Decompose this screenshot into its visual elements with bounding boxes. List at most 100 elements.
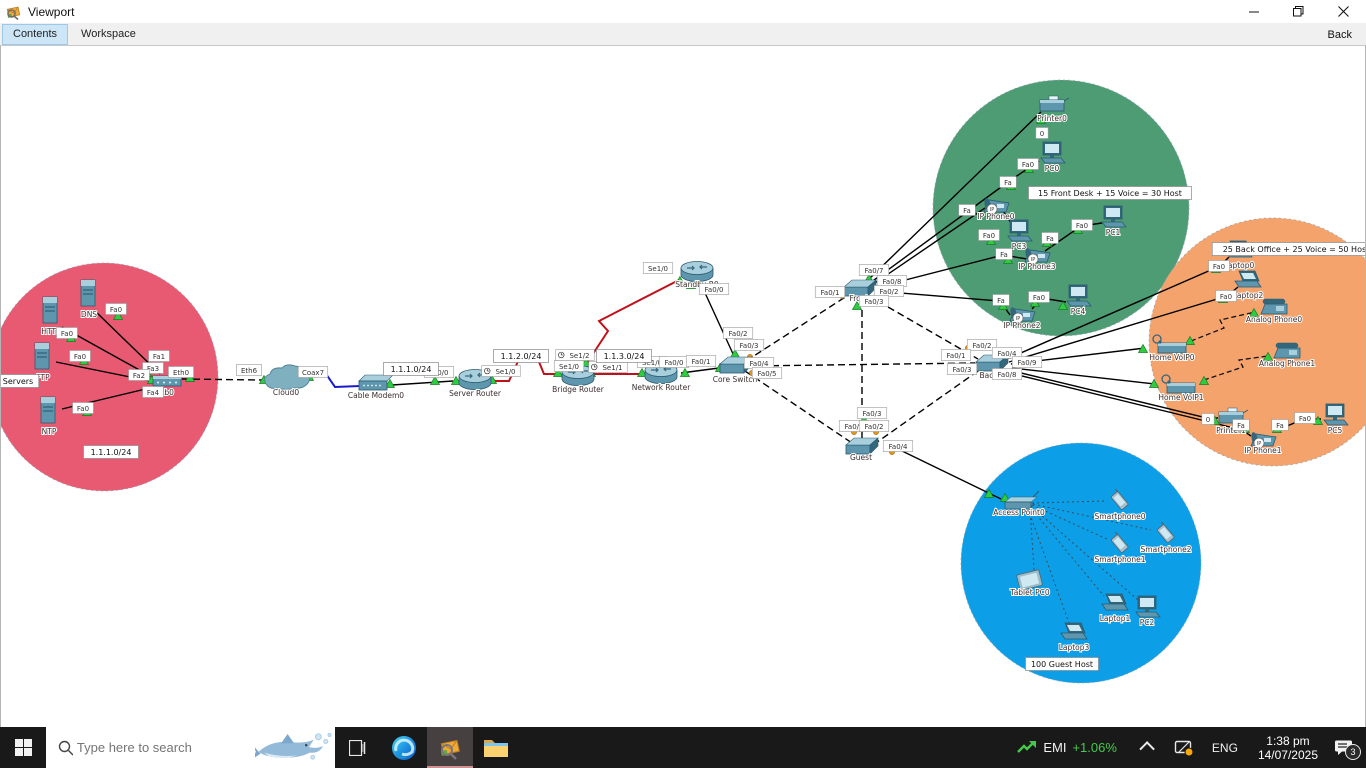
packet-tracer-button[interactable] [427,727,473,768]
svg-text:Fa0/1: Fa0/1 [947,352,966,360]
device-smartphone1[interactable] [1109,531,1129,553]
clock[interactable]: 1:38 pm 14/07/2025 [1258,734,1318,762]
cable-link[interactable] [584,279,680,367]
device-dns[interactable] [80,279,96,307]
device-home-voip1[interactable] [1161,374,1196,394]
device-analog-phone0[interactable] [1260,298,1288,315]
cable-link[interactable] [1011,367,1156,385]
device-ntp[interactable] [40,396,56,424]
device-access-point0[interactable] [1004,490,1040,510]
area-label-100-guest-host: 100 Guest Host [1025,657,1099,671]
cable-link[interactable] [1203,355,1269,381]
stock-widget[interactable]: EMI +1.06% [1017,740,1117,755]
system-tray: EMI +1.06% ENG 1:38 pm 14/07/2025 [1017,727,1366,768]
link-up-light [429,375,441,385]
device-ip-phone2[interactable]: IP [1009,306,1036,324]
device-server-router[interactable] [458,369,492,390]
window-title: Viewport [28,4,75,19]
cable-link[interactable] [871,207,986,286]
port-label-fa0: Fa0 [1215,290,1237,302]
port-label-fa0: Fa0 [1071,219,1093,231]
link-up-light [112,310,124,320]
device-ip-phone0[interactable]: IP [983,197,1010,215]
device-cable-modem0[interactable] [358,374,394,391]
tab-contents[interactable]: Contents [2,24,69,45]
port-label-fa0-0: Fa0/0 [698,283,730,295]
device-ip-phone1[interactable]: IP [1250,431,1277,449]
notification-button[interactable]: 3 [1334,739,1361,760]
cable-link[interactable] [749,362,976,367]
windows-logo-icon [14,739,32,756]
search-input[interactable] [72,739,255,756]
task-view-button[interactable] [335,727,381,768]
taskbar-search[interactable] [46,727,335,768]
cable-link[interactable] [1029,507,1035,571]
device-pc5[interactable] [1323,403,1349,426]
device-printer1[interactable] [1218,407,1249,424]
cable-link[interactable] [181,378,263,381]
file-explorer-button[interactable] [473,727,519,768]
device-pc1[interactable] [1101,205,1127,228]
device-pc0[interactable] [1040,141,1066,164]
device-label-guest: Guest [850,453,872,462]
svg-text:Fa0: Fa0 [983,232,995,240]
area-label-25-back-office-25-voice-50-host: 25 Back Office + 25 Voice = 50 Host [1211,242,1365,256]
cable-link[interactable] [899,449,1002,500]
minimize-button[interactable] [1231,0,1276,23]
language-indicator[interactable]: ENG [1211,740,1238,755]
cable-link[interactable] [1029,506,1105,597]
back-button[interactable]: Back [1327,29,1352,41]
cable-link[interactable] [1031,504,1110,541]
tab-workspace[interactable]: Workspace [81,28,136,40]
device-laptop2[interactable] [1234,270,1262,288]
device-analog-phone1[interactable] [1273,342,1301,359]
cable-link[interactable] [1031,500,1106,504]
device-pc4[interactable] [1066,284,1092,307]
svg-text:0: 0 [1206,416,1210,424]
device-pc2[interactable] [1135,595,1161,618]
edge-button[interactable] [381,727,427,768]
link-up-light [679,367,691,377]
device-smartphone2[interactable] [1155,521,1175,543]
screen-snip-icon[interactable] [1174,739,1194,757]
cable-link[interactable] [868,295,979,360]
cable-link[interactable] [391,380,454,386]
device-laptop1[interactable] [1101,593,1129,611]
cable-link[interactable] [1190,311,1256,342]
svg-text:Fa: Fa [1046,235,1054,243]
link-up-light [552,367,564,377]
port-label-fa0: Fa0 [69,350,91,362]
port-label-fa: Fa [1041,232,1059,244]
device-front[interactable] [843,279,877,297]
device-standby-r0[interactable] [680,261,714,282]
cable-link[interactable] [872,370,979,446]
device-ip-phone3[interactable]: IP [1024,247,1051,265]
device-pc3[interactable] [1007,219,1033,242]
device-ftp[interactable] [34,342,50,370]
device-printer0[interactable] [1039,95,1070,112]
cable-link[interactable] [1027,508,1070,624]
tray-expand-chevron-icon[interactable] [1139,741,1155,757]
close-button[interactable] [1321,0,1366,23]
cable-link[interactable] [866,111,1042,282]
device-tablet-pc0[interactable] [1016,569,1043,591]
cable-link[interactable] [744,370,853,444]
link-up-light [999,492,1011,502]
device-guest[interactable] [845,437,879,455]
zone-back-office-zone [1148,217,1365,467]
device-http[interactable] [42,296,58,324]
svg-text:Fa0: Fa0 [1076,222,1088,230]
start-button[interactable] [0,727,46,768]
device-label-http: HTTP [41,327,61,336]
device-smartphone0[interactable] [1109,488,1129,510]
device-laptop3[interactable] [1060,622,1088,640]
cable-link[interactable] [1032,503,1152,531]
device-label-pc1: PC1 [1106,228,1121,237]
svg-text:Fa0/2: Fa0/2 [973,342,992,350]
restore-button[interactable] [1276,0,1321,23]
cable-link[interactable] [1030,505,1139,601]
device-lb0[interactable] [152,375,182,387]
device-home-voip0[interactable] [1152,334,1187,354]
cable-link[interactable] [745,293,851,362]
